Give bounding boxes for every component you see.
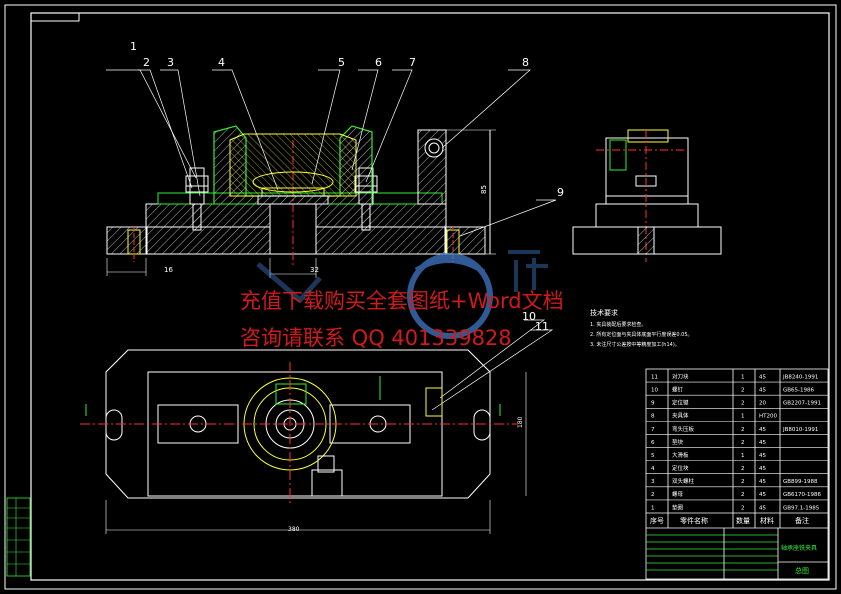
bom-cell-material: 45 <box>759 374 766 380</box>
dim-plan-width: 380 <box>288 526 300 533</box>
watermark-line-1: 充值下载购买全套图纸+Word文档 <box>240 289 564 313</box>
bom-cell-qty: 1 <box>741 453 745 459</box>
top-left-tag <box>30 12 80 22</box>
bom-header-std: 备注 <box>795 516 809 525</box>
bom-cell-no: 10 <box>651 388 658 394</box>
bom-cell-material: 45 <box>759 427 766 433</box>
front-view <box>106 125 496 278</box>
margin-block <box>6 497 31 577</box>
dim-front-height: 85 <box>480 185 488 194</box>
callout-4: 4 <box>218 56 225 69</box>
plan-view <box>80 349 527 534</box>
bom-cell-name: 双头螺柱 <box>672 477 695 485</box>
bom-cell-qty: 2 <box>741 427 745 433</box>
callout-1: 1 <box>130 40 137 53</box>
bom-cell-no: 8 <box>651 414 655 420</box>
bom-cell-material: 45 <box>759 492 766 498</box>
bom-header: 序号 零件名称 数量 材料 备注 <box>650 516 809 525</box>
bom-cell-material: 45 <box>759 466 766 472</box>
bom-cell-qty: 1 <box>741 374 745 380</box>
bom-header-material: 材料 <box>760 516 774 525</box>
bom-cell-name: 定位键 <box>672 399 689 407</box>
callout-10: 10 <box>522 310 536 323</box>
title-block-title: 轴承座铣夹具 <box>781 544 817 552</box>
bom-cell-qty: 1 <box>741 414 745 420</box>
bom-cell-material: 20 <box>759 401 766 407</box>
callout-2: 2 <box>143 56 150 69</box>
bom-cell-qty: 2 <box>741 492 745 498</box>
bom-cell-qty: 2 <box>741 479 745 485</box>
tech-title: 技术要求 <box>590 308 618 317</box>
bom-cell-std: GB2207-1991 <box>783 401 821 407</box>
bom-cell-name: 垫块 <box>672 438 684 446</box>
bom-cell-qty: 2 <box>741 401 745 407</box>
bom-cell-material: HT200 <box>759 414 777 420</box>
sheet-border <box>4 4 837 590</box>
dimension-labels: 85 16 32 380 180 <box>164 185 524 533</box>
bom-cell-std: GB6170-1986 <box>783 492 822 498</box>
watermark-line-2: 咨询请联系 QQ 401339828 <box>240 326 512 350</box>
bom-cell-qty: 2 <box>741 388 745 394</box>
tech-line-1: 1. 夹具装配后要求检查。 <box>590 321 646 328</box>
dim-plan-height: 180 <box>517 416 524 428</box>
callout-8: 8 <box>522 56 529 69</box>
bom-cell-no: 2 <box>651 492 655 498</box>
bom-cell-name: 对刀块 <box>672 372 689 380</box>
bom-cell-name: 夹具体 <box>672 412 689 420</box>
bom-cell-name: 定位块 <box>672 464 689 472</box>
bom-cell-no: 5 <box>651 453 655 459</box>
callout-7: 7 <box>409 56 416 69</box>
callout-9: 9 <box>557 186 564 199</box>
bom-cell-qty: 2 <box>741 440 745 446</box>
bom-cell-no: 4 <box>651 466 655 472</box>
bom-cell-std: GB899-1988 <box>783 479 818 485</box>
title-block-subtitle: 总图 <box>795 566 809 575</box>
side-view <box>572 129 722 262</box>
bom-cell-std: GB65-1986 <box>783 388 815 394</box>
bom-cell-no: 7 <box>651 427 655 433</box>
bom-cell-std: JB8010-1991 <box>782 427 818 433</box>
tech-line-3: 3. 未注尺寸公差按中等精度加工(h14)。 <box>590 341 680 348</box>
bom-header-name: 零件名称 <box>680 516 708 525</box>
bom-cell-name: 弯头压板 <box>672 425 695 433</box>
callout-leaders <box>106 69 557 411</box>
bom-header-no: 序号 <box>650 516 664 525</box>
bom-cell-std: GB97.1-1985 <box>783 505 820 511</box>
tech-requirements: 技术要求 1. 夹具装配后要求检查。 2. 所有定位面与夹具体底面平行度误差0.… <box>590 308 693 348</box>
dim-front-mid: 32 <box>310 266 319 274</box>
bom-cell-material: 45 <box>759 479 766 485</box>
bom-cell-material: 45 <box>759 505 766 511</box>
bom-cell-no: 3 <box>651 479 655 485</box>
bom-header-qty: 数量 <box>736 516 750 525</box>
bom-cell-material: 45 <box>759 440 766 446</box>
bom-cell-name: 大滑板 <box>672 451 689 459</box>
bom-cell-name: 螺钉 <box>672 386 684 394</box>
callout-5: 5 <box>338 56 345 69</box>
callout-labels: 1 2 3 4 5 6 7 8 9 10 11 <box>130 40 564 333</box>
bom-cell-no: 9 <box>651 401 655 407</box>
callout-11: 11 <box>535 320 549 333</box>
bom-cell-no: 11 <box>651 374 658 380</box>
callout-6: 6 <box>375 56 382 69</box>
bom-cell-name: 垫圈 <box>672 503 684 511</box>
bom-cell-std: JB8240-1991 <box>782 374 818 380</box>
bom-cell-material: 45 <box>759 388 766 394</box>
dim-front-left: 16 <box>164 266 173 274</box>
title-block: 轴承座铣夹具 总图 <box>781 544 817 575</box>
logo-watermark <box>256 250 548 339</box>
bom-cell-qty: 2 <box>741 505 745 511</box>
tech-line-2: 2. 所有定位面与夹具体底面平行度误差0.05。 <box>590 331 693 338</box>
bom-cell-name: 螺母 <box>672 490 684 498</box>
bom-cell-no: 6 <box>651 440 655 446</box>
bom-cell-qty: 2 <box>741 466 745 472</box>
callout-3: 3 <box>167 56 174 69</box>
bom-cell-no: 1 <box>651 505 655 511</box>
frame-border <box>30 12 830 581</box>
bom-cell-material: 45 <box>759 453 766 459</box>
